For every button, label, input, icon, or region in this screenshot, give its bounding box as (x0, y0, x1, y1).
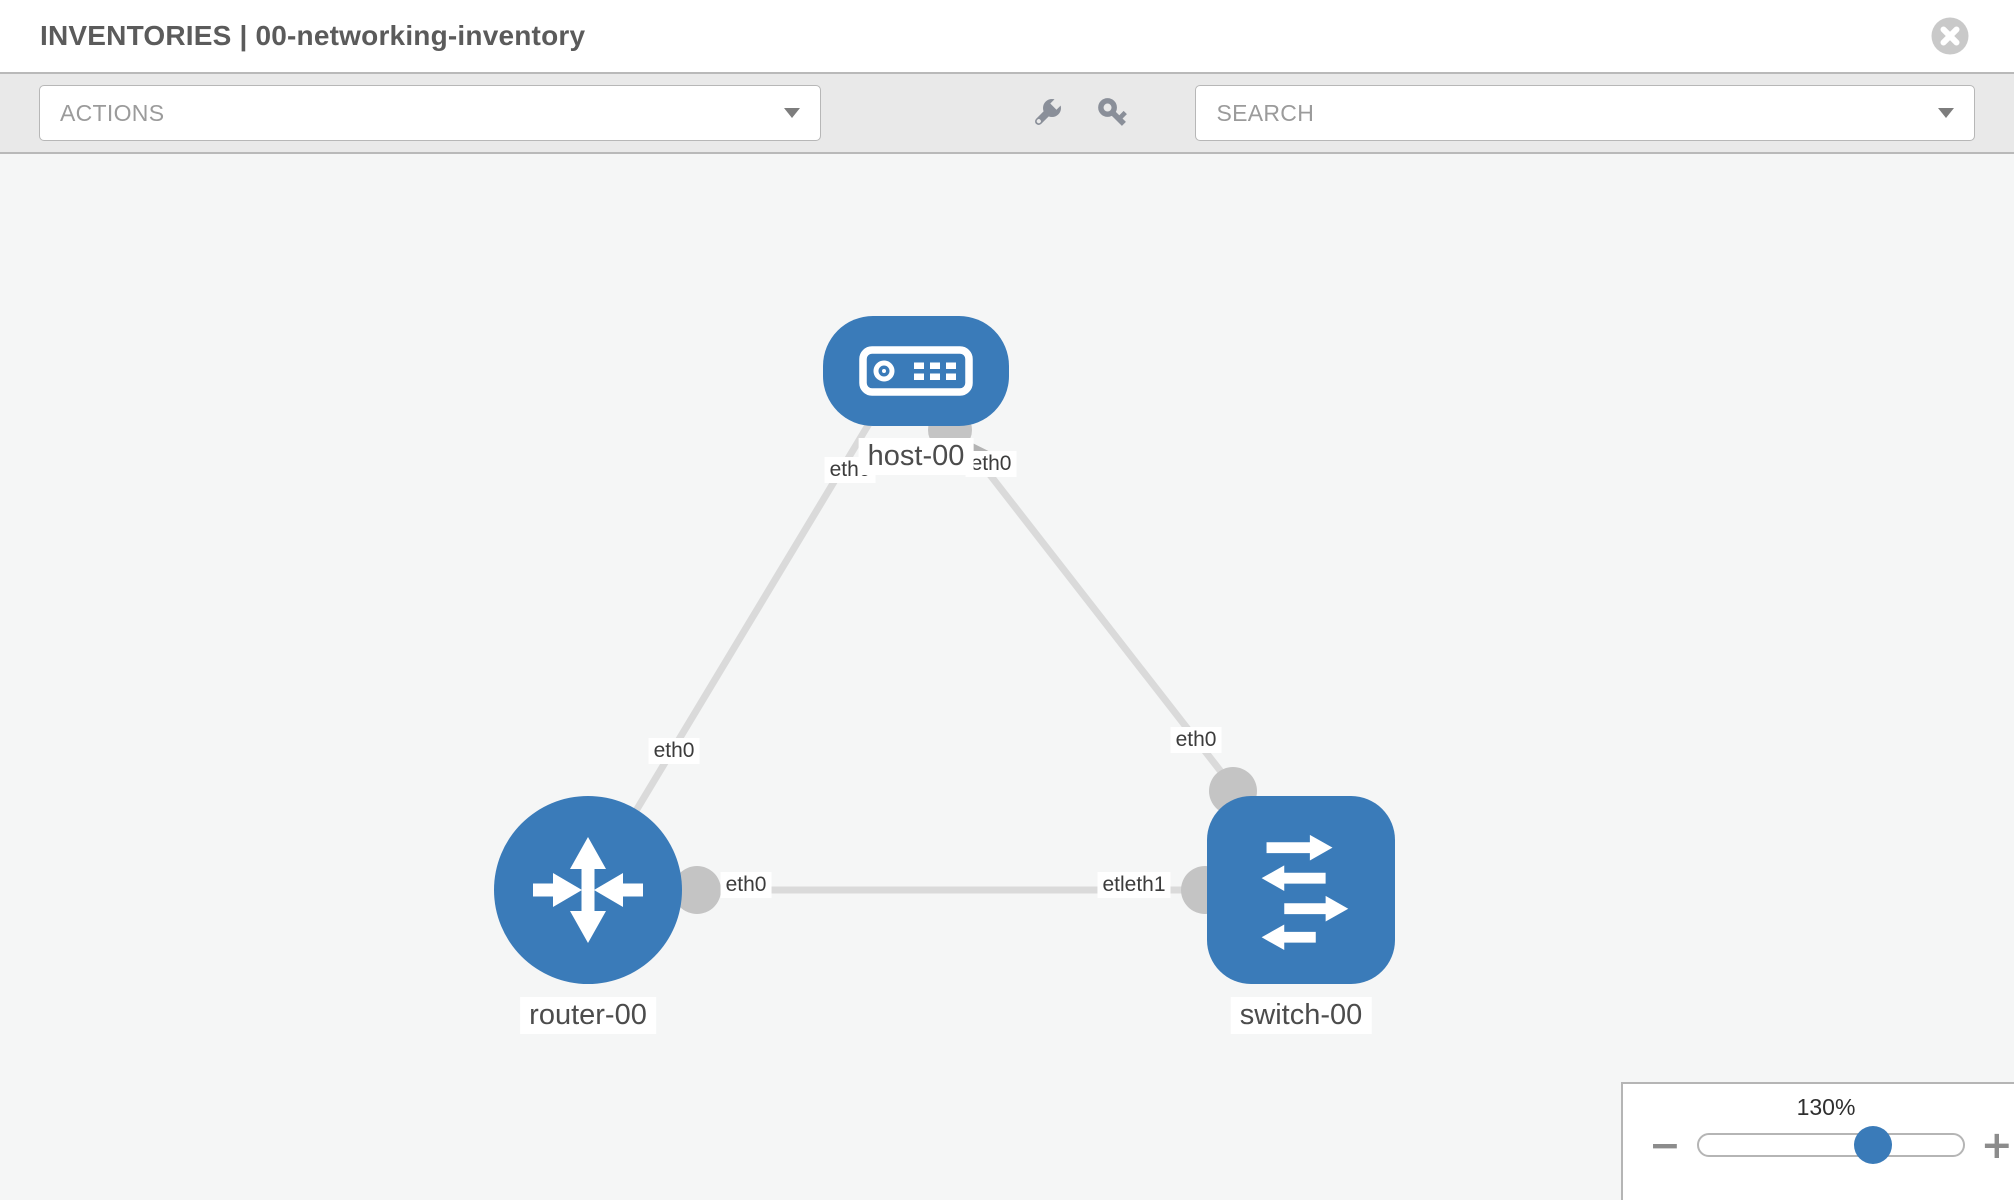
node-label-switch: switch-00 (1230, 997, 1372, 1034)
actions-dropdown-label: ACTIONS (60, 99, 165, 126)
wrench-icon (1035, 96, 1065, 125)
search-dropdown[interactable]: SEARCH (1195, 85, 1975, 141)
port-label: eth0 (1170, 727, 1222, 753)
router-icon (533, 837, 643, 943)
node-label-router: router-00 (520, 997, 656, 1034)
topology-links-layer (607, 408, 1290, 914)
credentials-button[interactable] (1093, 93, 1133, 133)
key-icon (1098, 98, 1128, 126)
zoom-panel: 130% − + (1621, 1082, 2014, 1200)
port-label: etleth1 (1097, 872, 1171, 898)
zoom-slider-track[interactable] (1696, 1126, 1965, 1164)
host-icon (859, 346, 973, 396)
node-label-host: host-00 (858, 438, 974, 475)
page-title: INVENTORIES | 00-networking-inventory (40, 20, 586, 51)
node-host-00[interactable] (823, 316, 1009, 426)
search-dropdown-label: SEARCH (1216, 99, 1315, 126)
node-router-00[interactable] (494, 796, 682, 984)
tools-button[interactable] (1027, 93, 1067, 133)
actions-dropdown[interactable]: ACTIONS (39, 85, 822, 141)
chevron-down-icon (784, 108, 801, 118)
zoom-slider-row: − + (1649, 1124, 2013, 1166)
panel-header: INVENTORIES | 00-networking-inventory (0, 0, 2014, 72)
topology-canvas[interactable]: host-00 router-00 switch-00 eth0 eth0 et… (0, 154, 2014, 1200)
toolbar-icon-group (1027, 93, 1133, 133)
toolbar: ACTIONS SEA (0, 72, 2014, 154)
zoom-slider-thumb[interactable] (1853, 1126, 1892, 1164)
zoom-in-button[interactable]: + (1980, 1123, 2013, 1167)
node-switch-00[interactable] (1207, 796, 1395, 984)
chevron-down-icon (1938, 108, 1954, 118)
close-button[interactable] (1930, 16, 1970, 56)
link-host-router[interactable] (607, 420, 873, 856)
port-label: eth0 (648, 738, 700, 764)
switch-icon (1261, 834, 1349, 951)
zoom-level-value: 130% (1796, 1094, 1856, 1120)
interface-circle (673, 866, 721, 914)
port-label: eth0 (965, 451, 1017, 477)
port-label: eth0 (720, 872, 772, 898)
close-icon (1931, 17, 1969, 55)
zoom-out-button[interactable]: − (1649, 1123, 1681, 1167)
